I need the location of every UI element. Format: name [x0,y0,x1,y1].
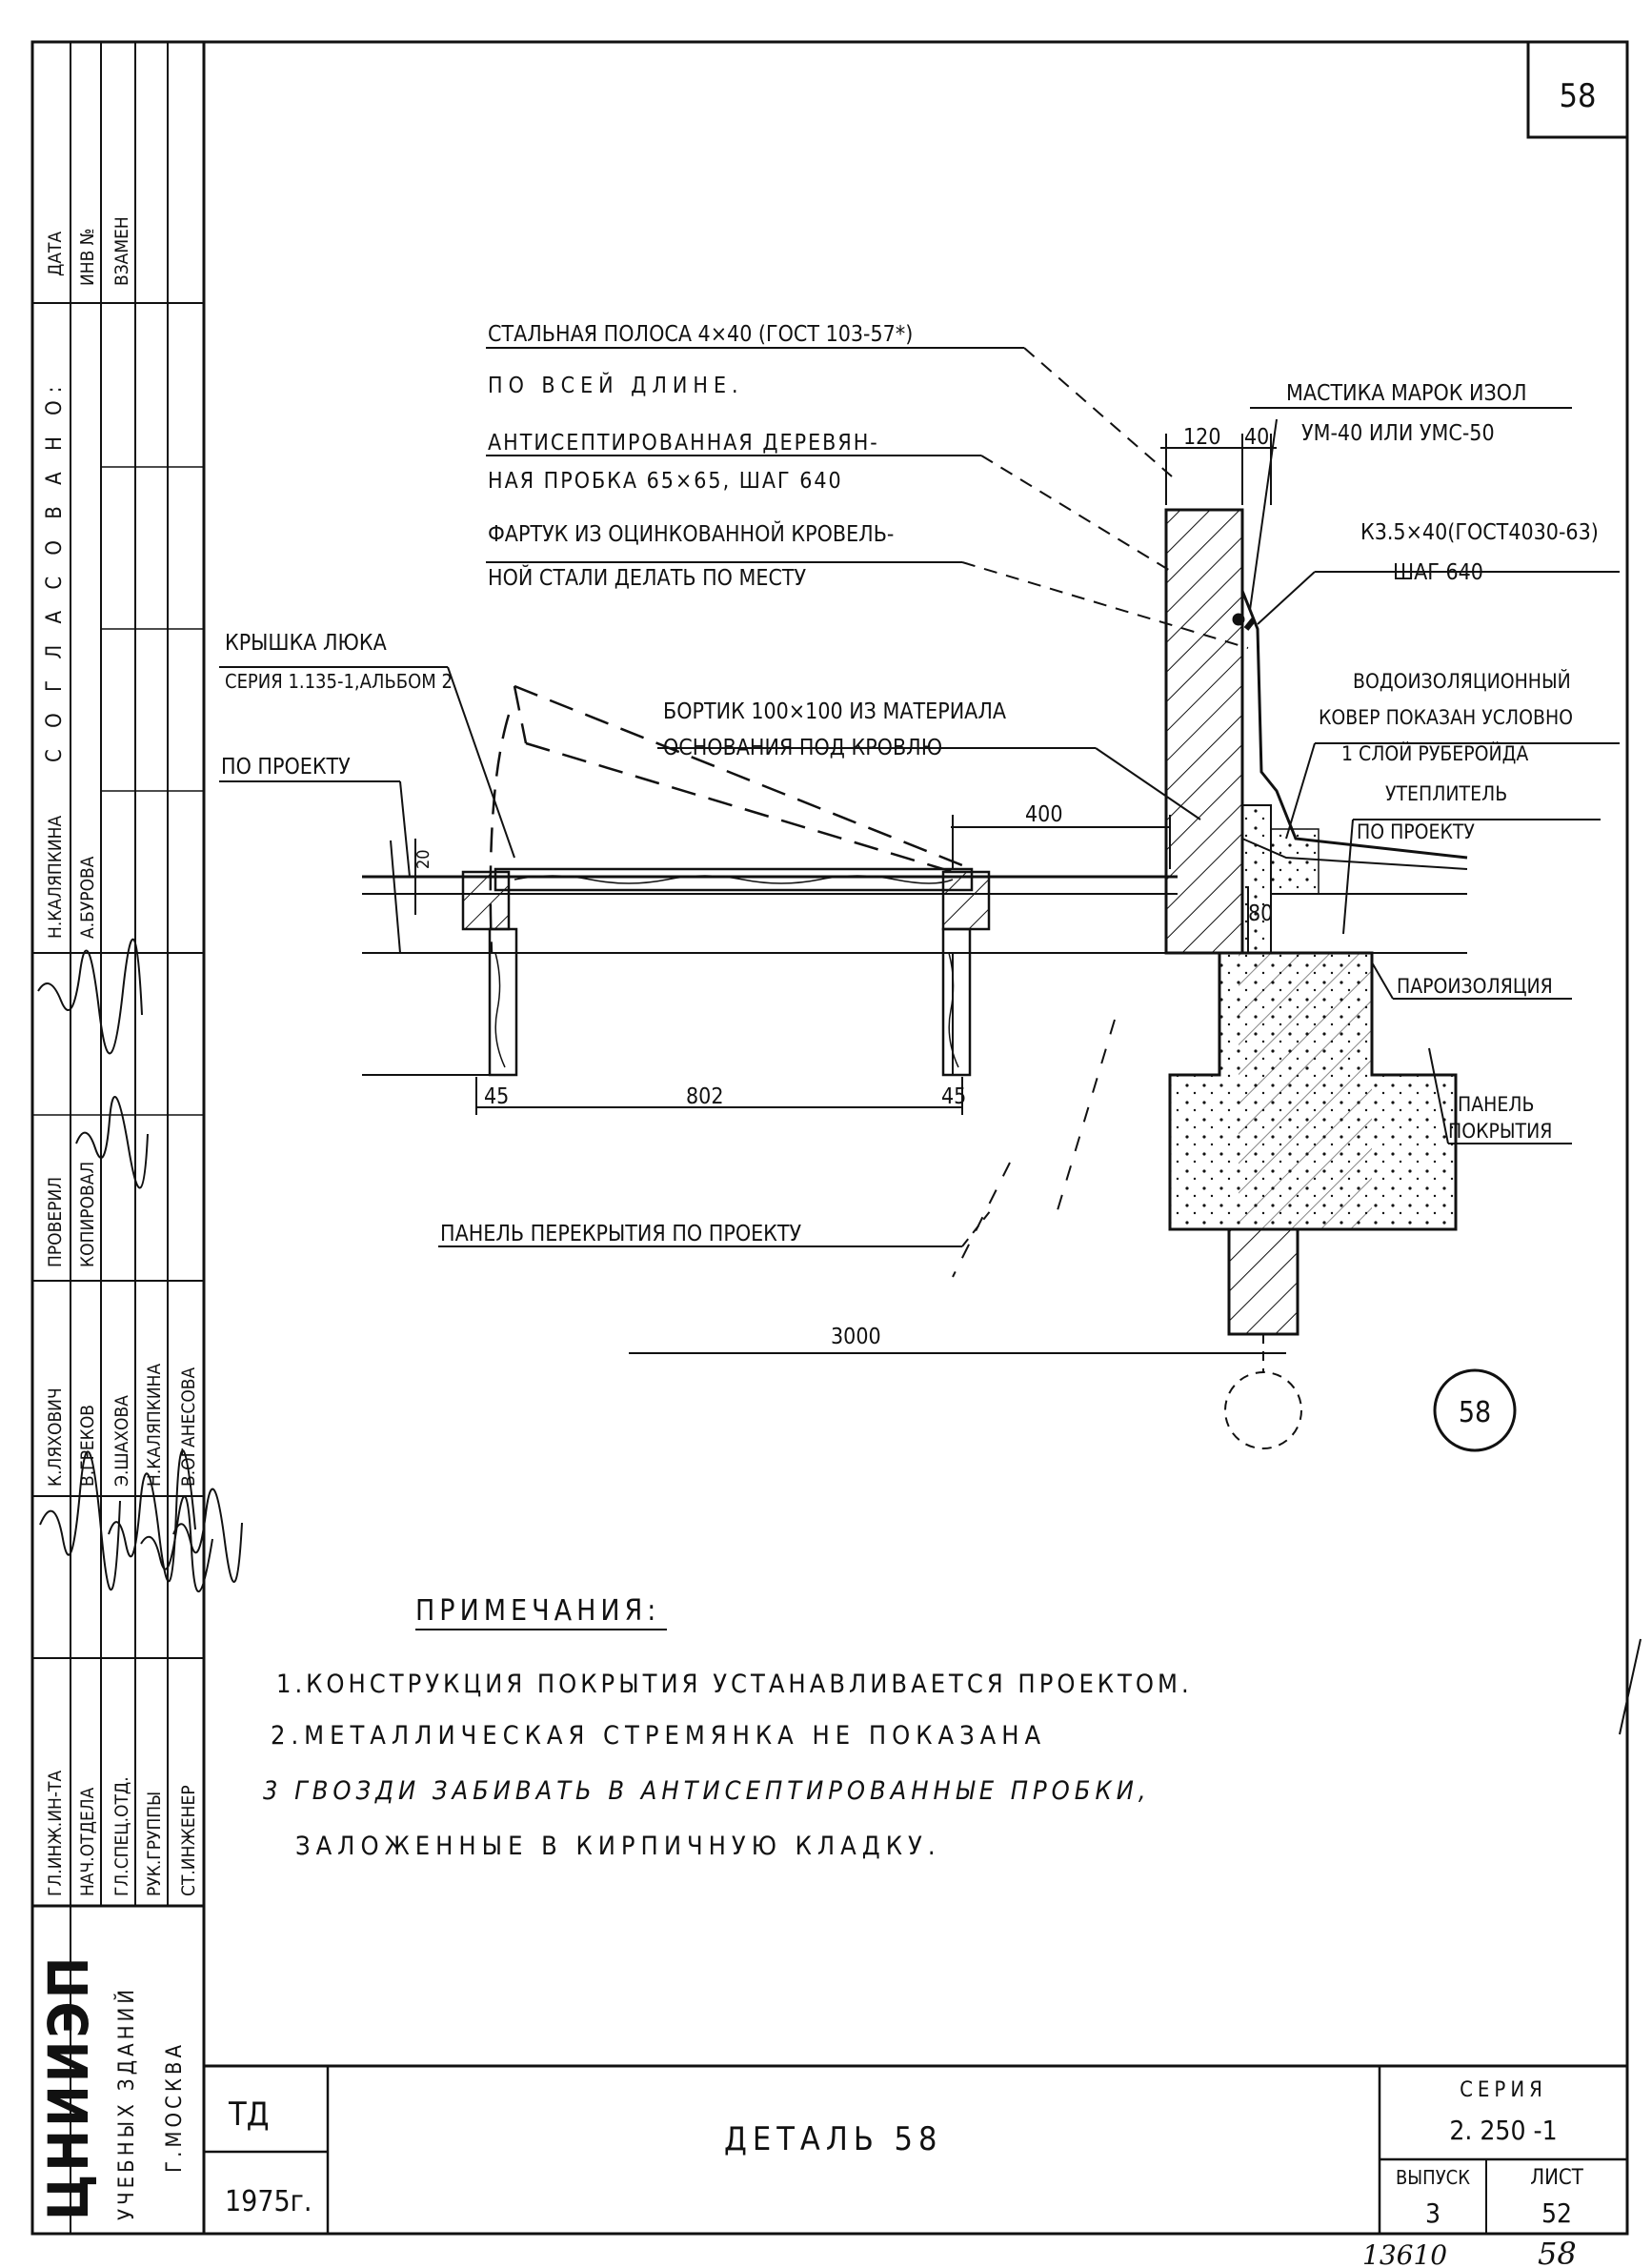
dim-80: 80 [1248,901,1273,926]
cover-panel-label-2: ПОКРЫТИЯ [1448,1120,1552,1143]
staff-role-4: РУК.ГРУППЫ [144,1792,165,1896]
series-label: СЕРИЯ [1460,2078,1547,2102]
page-number: 58 [1560,77,1597,115]
nail-label-1: К3.5×40(ГОСТ4030-63) [1360,520,1599,545]
dim-20: 20 [413,849,433,869]
mastic-label-2: УМ-40 ИЛИ УМС-50 [1301,421,1495,446]
dim-3000: 3000 [831,1325,881,1349]
staff-name-3: Э.ШАХОВА [111,1395,132,1487]
staff-role-5: СТ.ИНЖЕНЕР [178,1785,199,1896]
hatch-cover-label-1: КРЫШКА ЛЮКА [225,631,387,656]
archive-sheet: 58 [1538,2236,1577,2268]
steel-strip-label-1: СТАЛЬНАЯ ПОЛОСА 4×40 (ГОСТ 103-57*) [488,322,913,347]
plug-label-2: НАЯ ПРОБКА 65×65, ШАГ 640 [488,469,843,494]
cover-panel-label-1: ПАНЕЛЬ [1458,1093,1534,1116]
signatures [37,938,243,1592]
check-name-2: А.БУРОВА [77,856,98,939]
note-2: 2.МЕТАЛЛИЧЕСКАЯ СТРЕМЯНКА НЕ ПОКАЗАНА [271,1721,1046,1751]
floor-panel-label: ПАНЕЛЬ ПЕРЕКРЫТИЯ ПО ПРОЕКТУ [440,1222,801,1246]
vapor-barrier-label: ПАРОИЗОЛЯЦИЯ [1397,975,1553,998]
dim-802: 802 [686,1084,724,1109]
curb-label-2: ОСНОВАНИЯ ПОД КРОВЛЮ [663,736,942,760]
leader-lines [219,347,1620,1354]
sheet-value: 52 [1541,2197,1572,2229]
note-3: 3 ГВОЗДИ ЗАБИВАТЬ В АНТИСЕПТИРОВАННЫЕ ПР… [263,1776,1151,1806]
staff-name-5: В.ОГАНЕСОВА [178,1367,199,1487]
archive-number: 13610 [1362,2239,1447,2268]
note-1: 1.КОНСТРУКЦИЯ ПОКРЫТИЯ УСТАНАВЛИВАЕТСЯ П… [276,1670,1193,1699]
title-block: 58 ТД 1975г. ДЕТАЛЬ 58 СЕРИЯ 2. 250 -1 В… [225,77,1596,2268]
dim-45-left: 45 [484,1084,509,1109]
notes: ПРИМЕЧАНИЯ: 1.КОНСТРУКЦИЯ ПОКРЫТИЯ УСТАН… [263,1594,1193,1861]
nail-label-2: ШАГ 640 [1393,560,1483,585]
year: 1975г. [225,2185,312,2218]
staff-name-4: Н.КАЛЯПКИНА [144,1364,165,1487]
detail-mark: 58 [1459,1396,1491,1429]
date-cell-label: ДАТА [45,232,66,276]
note-4: ЗАЛОЖЕННЫЕ В КИРПИЧНУЮ КЛАДКУ. [295,1832,941,1861]
section-drawing [362,508,1517,1452]
waterproof-label-2: КОВЕР ПОКАЗАН УСЛОВНО [1319,706,1573,729]
series-value: 2. 250 -1 [1449,2115,1557,2146]
insulation-label-1: УТЕПЛИТЕЛЬ [1385,782,1507,805]
dim-400: 400 [1025,802,1063,827]
dimensions: 120 40 400 20 80 45 802 45 3000 58 [413,425,1491,1429]
staff-role-3: ГЛ.СПЕЦ.ОТД. [111,1776,132,1896]
apron-label-1: ФАРТУК ИЗ ОЦИНКОВАННОЙ КРОВЕЛЬ- [488,520,894,547]
mastic-label-1: МАСТИКА МАРОК ИЗОЛ [1286,381,1527,406]
staff-name-1: К.ЛЯХОВИЧ [45,1387,66,1487]
hatch-cover-label-2: СЕРИЯ 1.135-1,АЛЬБОМ 2 [225,670,453,693]
sheet-frame [30,40,1629,2236]
td-mark: ТД [228,2096,270,2134]
drawing-title: ДЕТАЛЬ 58 [724,2120,942,2158]
dim-120: 120 [1183,425,1221,450]
check-role-2: КОПИРОВАЛ [77,1162,98,1267]
sheet-label: ЛИСТ [1530,2166,1584,2190]
staff-role-2: НАЧ.ОТДЕЛА [77,1787,98,1896]
curb-label-1: БОРТИК 100×100 ИЗ МАТЕРИАЛА [663,699,1006,724]
steel-strip-label-2: ПО ВСЕЙ ДЛИНЕ. [488,372,744,398]
by-project-label: ПО ПРОЕКТУ [221,755,351,780]
margin-mark [1619,1638,1642,1735]
org-name-line2: Г.МОСКВА [163,2041,187,2173]
replace-cell-label: ВЗАМЕН [111,216,132,286]
side-strip: ДАТА ИНВ № ВЗАМЕН С О Г Л А С О В А Н О:… [36,216,243,2220]
check-name-1: Н.КАЛЯПКИНА [45,816,66,939]
plug-label-1: АНТИСЕПТИРОВАННАЯ ДЕРЕВЯН- [488,431,879,456]
org-logo: ЦНИИЭП [36,1954,101,2220]
apron-label-2: НОЙ СТАЛИ ДЕЛАТЬ ПО МЕСТУ [488,564,807,591]
insulation-label-2: ПО ПРОЕКТУ [1357,820,1475,843]
dim-45-right: 45 [941,1084,966,1109]
dim-40: 40 [1244,425,1269,450]
staff-role-1: ГЛ.ИНЖ.ИН-ТА [45,1771,66,1896]
org-name-line1: УЧЕБНЫХ ЗДАНИЙ [114,1986,139,2220]
issue-label: ВЫПУСК [1396,2166,1470,2189]
notes-heading: ПРИМЕЧАНИЯ: [415,1594,660,1628]
waterproof-label-1: ВОДОИЗОЛЯЦИОННЫЙ [1353,669,1571,693]
check-role-1: ПРОВЕРИЛ [45,1177,66,1267]
callouts: СТАЛЬНАЯ ПОЛОСА 4×40 (ГОСТ 103-57*) ПО В… [221,322,1599,1246]
waterproof-label-3: 1 СЛОЙ РУБЕРОЙДА [1341,741,1528,765]
agreed-label: С О Г Л А С О В А Н О: [43,379,67,762]
inv-cell-label: ИНВ № [77,228,98,286]
issue-value: 3 [1425,2197,1440,2229]
